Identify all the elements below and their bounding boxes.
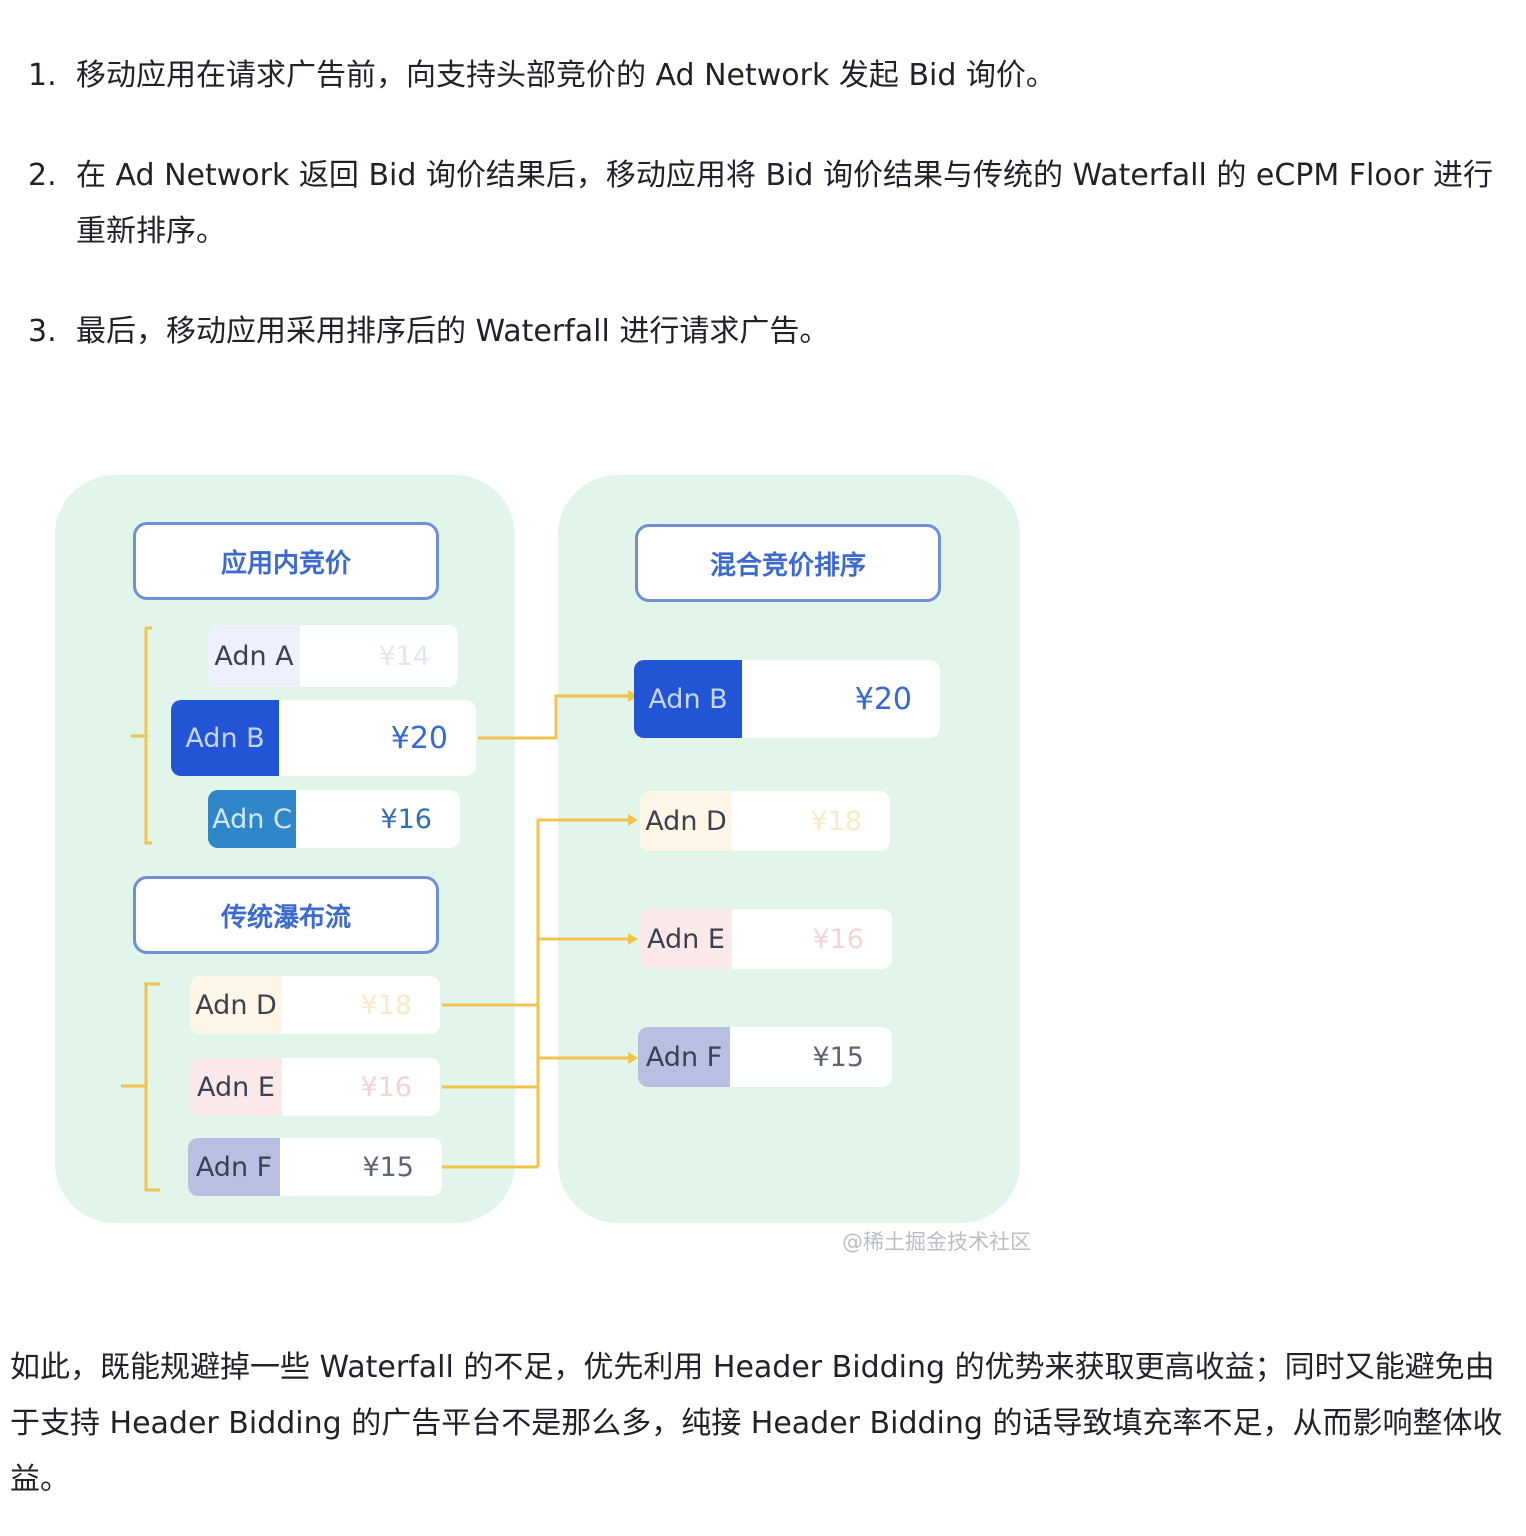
waterfall-item-adn-e: Adn E ¥16 — [190, 1058, 440, 1116]
step-text: 最后，移动应用采用排序后的 Waterfall 进行请求广告。 — [76, 314, 830, 349]
step-text: 在 Ad Network 返回 Bid 询价结果后，移动应用将 Bid 询价结果… — [76, 158, 1493, 249]
watermark: @稀土掘金技术社区 — [842, 1230, 1031, 1254]
ranked-item-adn-e: Adn E ¥16 — [640, 909, 892, 969]
waterfall-item-adn-d: Adn D ¥18 — [190, 976, 440, 1034]
step-text: 移动应用在请求广告前，向支持头部竞价的 Ad Network 发起 Bid 询价… — [76, 58, 1056, 93]
step-item: 2. 在 Ad Network 返回 Bid 询价结果后，移动应用将 Bid 询… — [28, 148, 1498, 260]
waterfall-item-adn-f: Adn F ¥15 — [188, 1138, 442, 1196]
step-number: 1. — [28, 58, 57, 93]
summary-paragraph: 如此，既能规避掉一些 Waterfall 的不足，优先利用 Header Bid… — [10, 1350, 1503, 1497]
bidding-item-adn-b: Adn B ¥20 — [171, 700, 476, 776]
adn-price: ¥16 — [360, 1071, 412, 1103]
traditional-waterfall-header: 传统瀑布流 — [133, 876, 439, 954]
adn-name: Adn F — [638, 1027, 730, 1087]
bidding-diagram: 应用内竞价 混合竞价排序 传统瀑布流 Adn A ¥14 Adn B ¥20 A… — [0, 460, 1100, 1270]
step-item: 1. 移动应用在请求广告前，向支持头部竞价的 Ad Network 发起 Bid… — [28, 48, 1498, 104]
adn-name: Adn D — [190, 976, 282, 1034]
adn-name: Adn B — [171, 700, 279, 776]
in-app-bidding-header: 应用内竞价 — [133, 522, 439, 600]
adn-price: ¥20 — [854, 681, 912, 717]
adn-name: Adn E — [190, 1058, 282, 1116]
adn-name: Adn B — [634, 660, 742, 738]
adn-price: ¥18 — [360, 989, 412, 1021]
adn-price: ¥15 — [812, 1041, 864, 1073]
ranked-item-adn-d: Adn D ¥18 — [640, 791, 890, 851]
bidding-item-adn-c: Adn C ¥16 — [208, 790, 460, 848]
adn-price: ¥15 — [362, 1151, 414, 1183]
adn-name: Adn A — [208, 625, 300, 687]
step-number: 2. — [28, 158, 57, 193]
adn-price: ¥20 — [390, 720, 448, 756]
adn-name: Adn D — [640, 791, 732, 851]
mixed-ranking-header: 混合竞价排序 — [635, 524, 941, 602]
connector-lines — [121, 626, 638, 1192]
adn-price: ¥16 — [812, 923, 864, 955]
adn-price: ¥16 — [380, 803, 432, 835]
steps-list: 1. 移动应用在请求广告前，向支持头部竞价的 Ad Network 发起 Bid… — [28, 48, 1498, 360]
adn-name: Adn E — [640, 909, 732, 969]
bidding-item-adn-a: Adn A ¥14 — [208, 625, 458, 687]
ranked-item-adn-b: Adn B ¥20 — [634, 660, 940, 738]
adn-name: Adn C — [208, 790, 296, 848]
adn-name: Adn F — [188, 1138, 280, 1196]
step-number: 3. — [28, 314, 57, 349]
adn-price: ¥18 — [810, 805, 862, 837]
step-item: 3. 最后，移动应用采用排序后的 Waterfall 进行请求广告。 — [28, 304, 1498, 360]
adn-price: ¥14 — [378, 640, 430, 672]
ranked-item-adn-f: Adn F ¥15 — [638, 1027, 892, 1087]
